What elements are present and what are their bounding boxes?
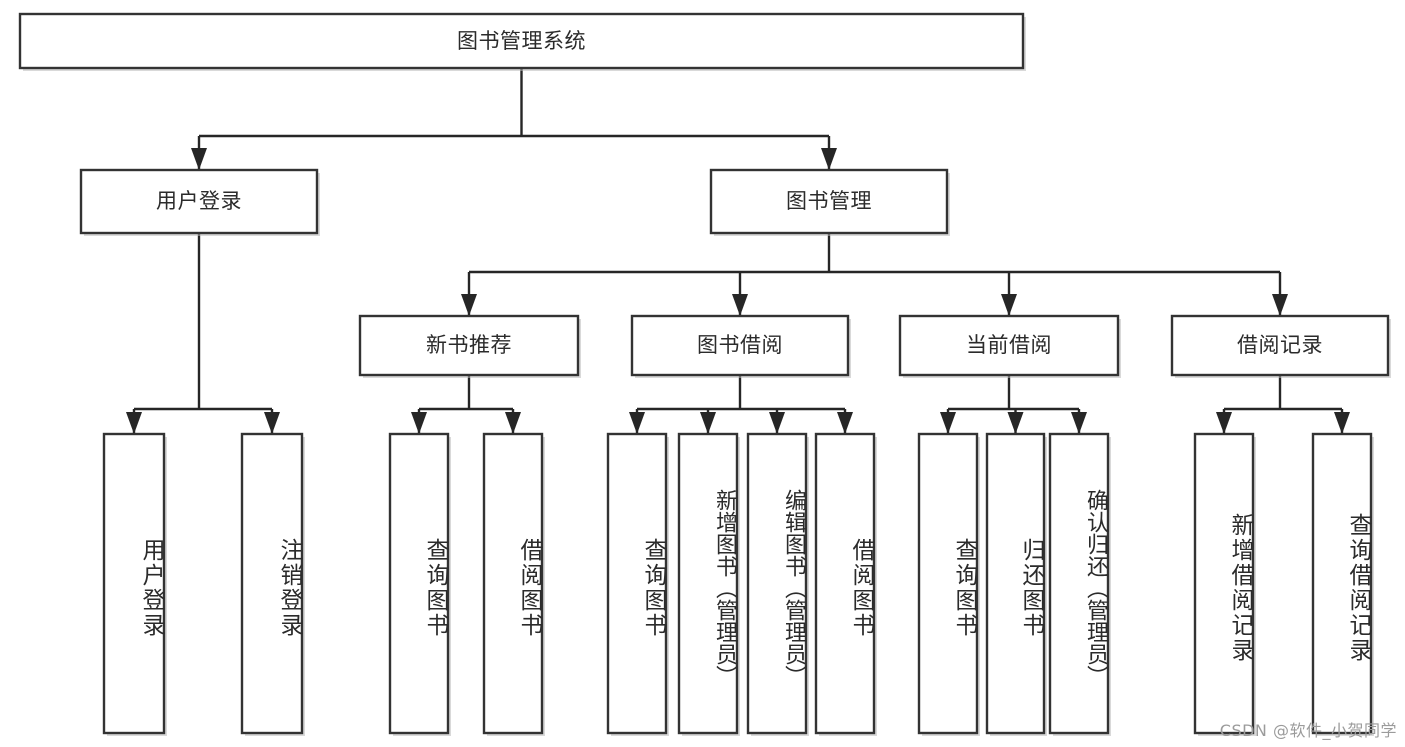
edge-arrowhead	[191, 148, 207, 170]
node-box-borrow-record[interactable]	[1170, 314, 1390, 377]
node-box-leaf-add-record[interactable]	[1193, 432, 1255, 735]
edge-arrowhead	[1334, 412, 1350, 434]
node-box-new-book-rec[interactable]	[358, 314, 580, 377]
node-box-leaf-add-book[interactable]	[677, 432, 739, 735]
edge-arrowhead	[837, 412, 853, 434]
edge-arrowhead	[411, 412, 427, 434]
boxes-layer	[18, 12, 1391, 736]
edge-arrowhead	[769, 412, 785, 434]
edge-arrowhead	[1071, 412, 1087, 434]
edge-arrowhead	[505, 412, 521, 434]
edges-layer	[126, 68, 1350, 434]
node-box-leaf-borrow-book-1[interactable]	[482, 432, 544, 735]
edge-arrowhead	[629, 412, 645, 434]
node-box-book-manage[interactable]	[709, 168, 949, 235]
edge-arrowhead	[461, 294, 477, 316]
node-box-leaf-user-login[interactable]	[102, 432, 166, 735]
node-box-leaf-edit-book[interactable]	[746, 432, 808, 735]
edge-arrowhead	[700, 412, 716, 434]
edge-arrowhead	[1001, 294, 1017, 316]
node-box-root[interactable]	[18, 12, 1025, 70]
node-box-leaf-confirm-return[interactable]	[1048, 432, 1110, 735]
node-box-leaf-query-book-1[interactable]	[388, 432, 450, 735]
watermark: CSDN @软件_小贺同学	[1219, 721, 1397, 740]
edge-arrowhead	[1007, 412, 1024, 434]
edge-arrowhead	[1216, 412, 1232, 434]
edge-arrowhead	[1272, 294, 1288, 316]
edge-arrowhead	[732, 294, 748, 316]
edge-arrowhead	[940, 412, 956, 434]
node-box-user-login[interactable]	[79, 168, 319, 235]
node-box-leaf-borrow-book-2[interactable]	[814, 432, 876, 735]
node-box-leaf-query-book-2[interactable]	[606, 432, 668, 735]
node-box-leaf-return-book[interactable]	[985, 432, 1046, 735]
edge-arrowhead	[264, 412, 280, 434]
edge-arrowhead	[821, 148, 837, 170]
edge-arrowhead	[126, 412, 142, 434]
node-box-leaf-logout[interactable]	[240, 432, 304, 735]
node-box-leaf-query-book-3[interactable]	[917, 432, 979, 735]
node-box-current-borrow[interactable]	[898, 314, 1120, 377]
node-box-book-borrow[interactable]	[630, 314, 850, 377]
node-box-leaf-query-record[interactable]	[1311, 432, 1373, 735]
